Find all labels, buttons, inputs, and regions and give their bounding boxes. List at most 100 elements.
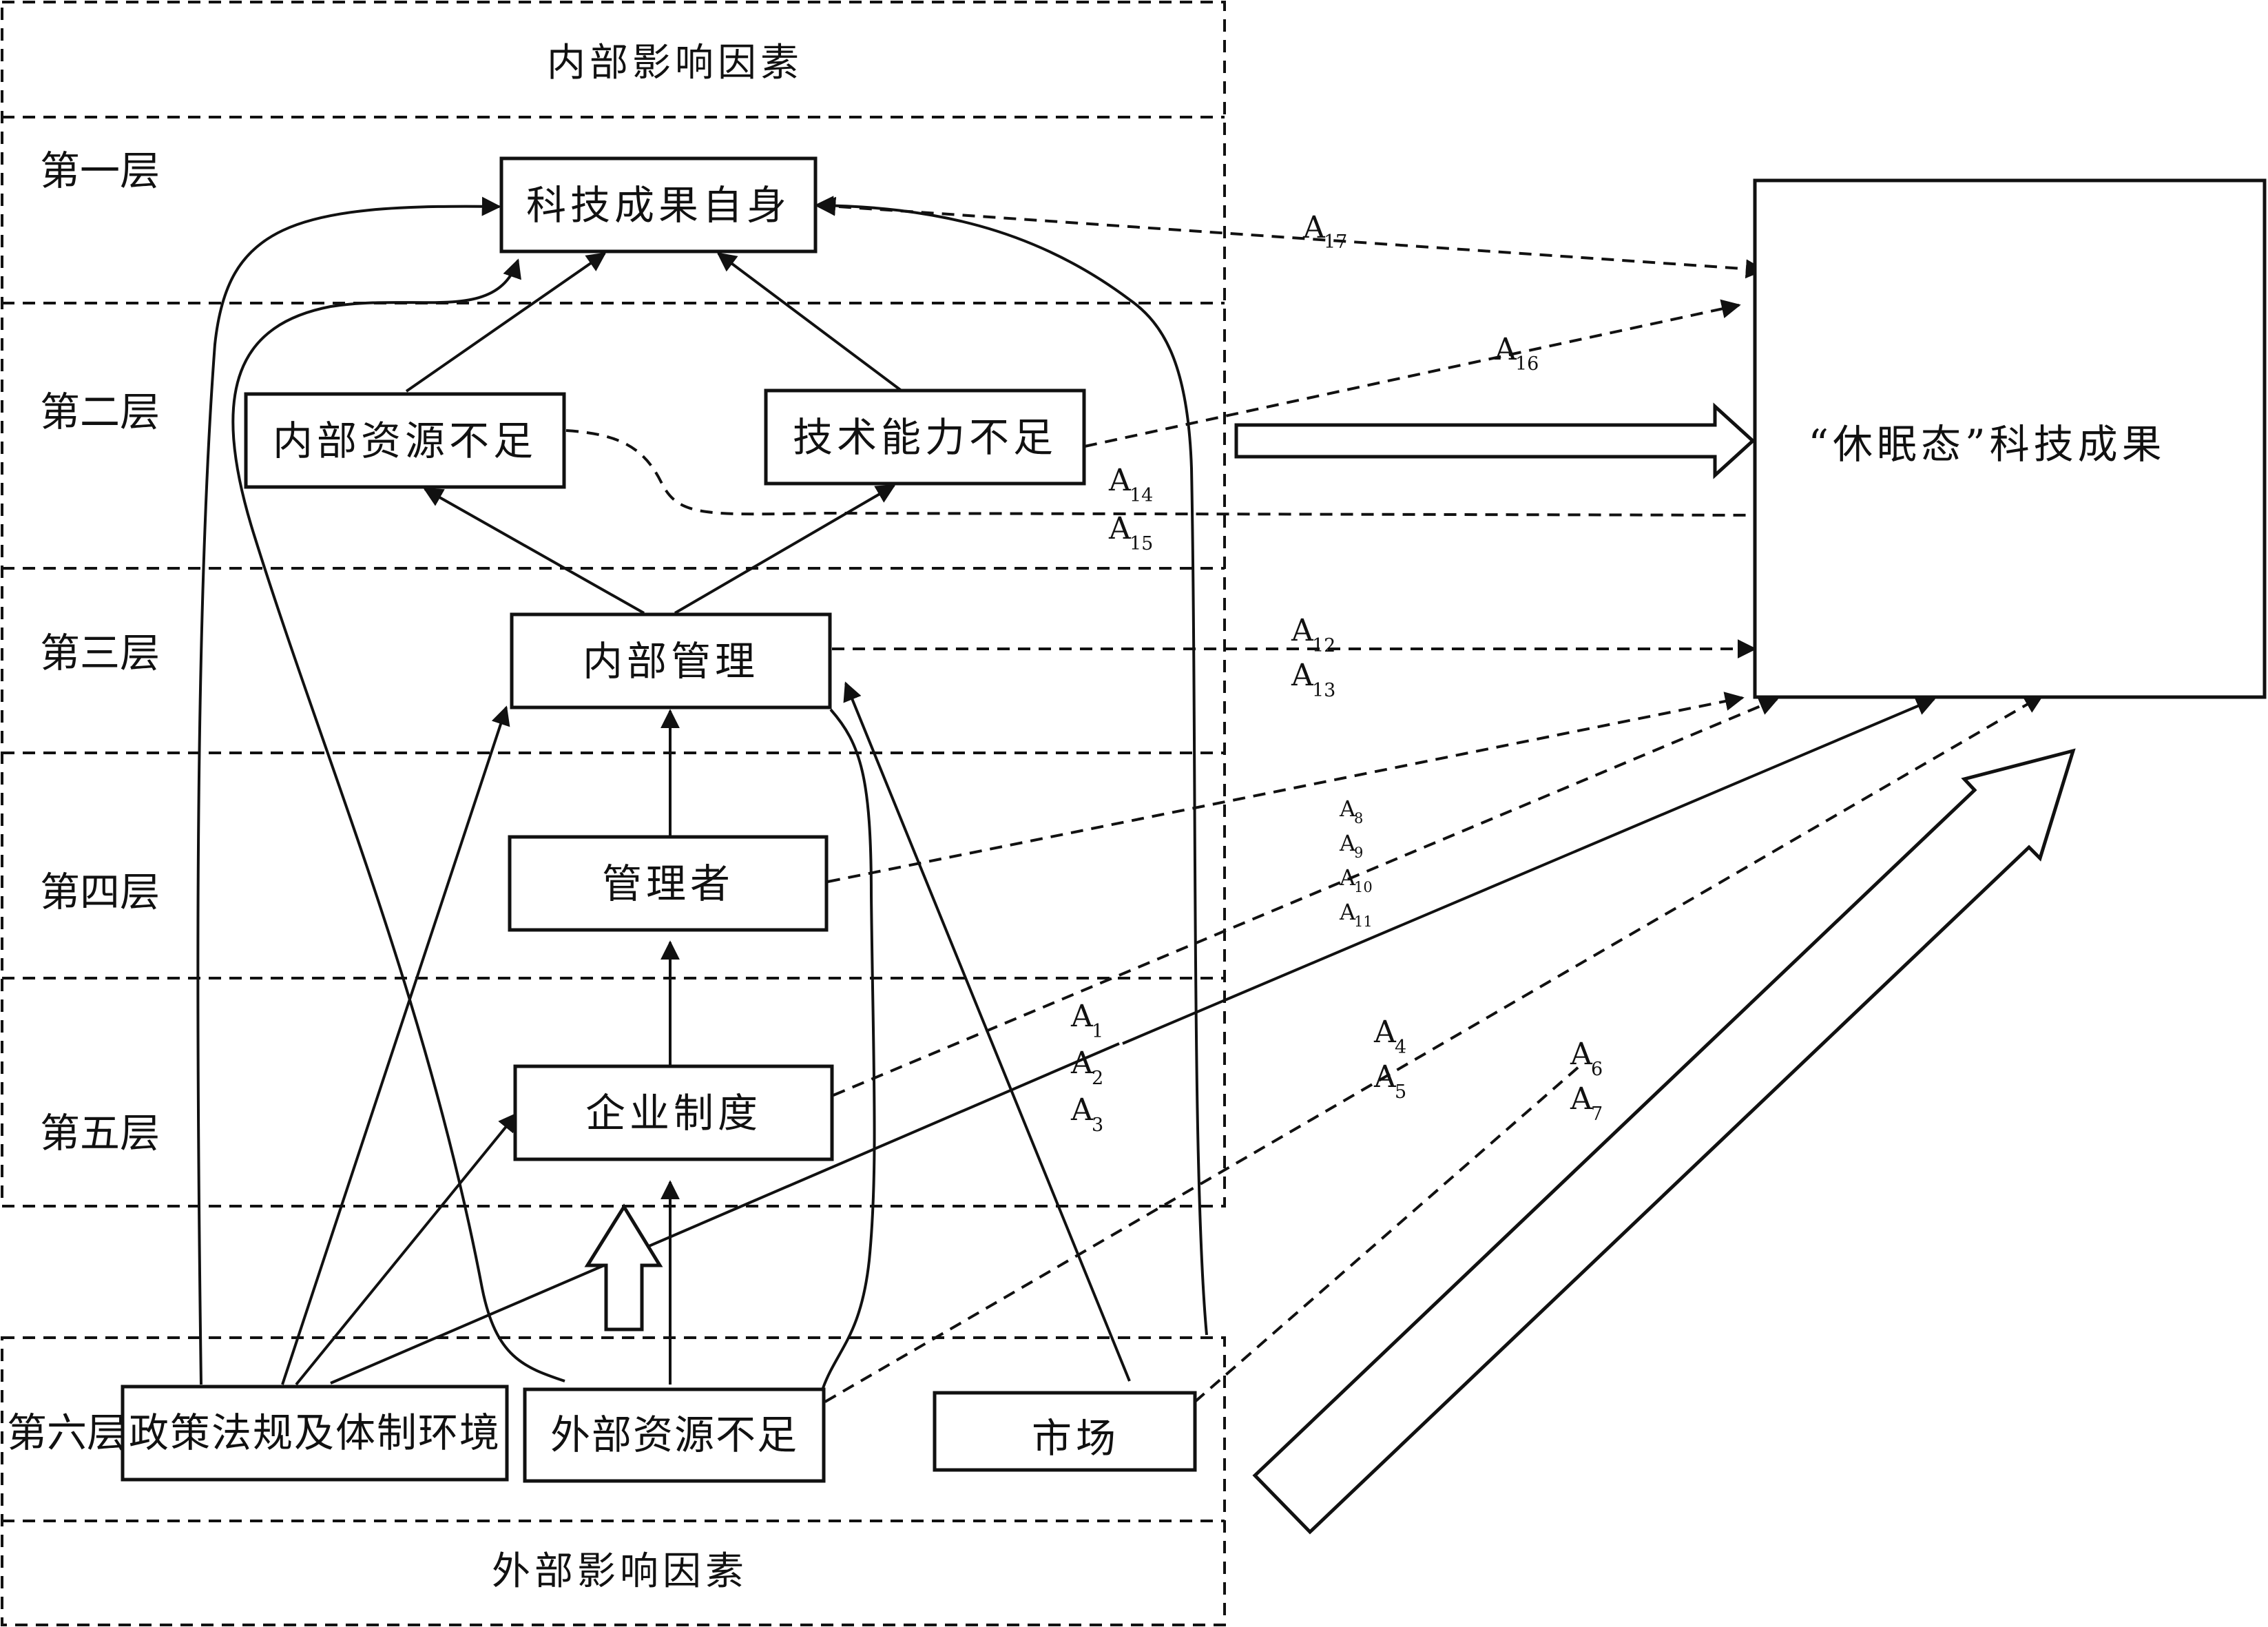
node-policy-environment: 政策法规及体制环境 [121,1385,509,1482]
edge-label-a12-a13: A 12 A 13 [1291,613,1335,701]
edge-market-to-mgmt [843,681,1131,1382]
edge-label-a13-sub: 13 [1312,680,1335,701]
edge-external-to-tech-curve [231,258,565,1382]
level-label-3: 第三层 [40,630,160,676]
label-internal-management: 内部管理 [583,638,759,685]
edge-label-a10-letter: A [1339,864,1356,891]
node-external-resource-shortage: 外部资源不足 [523,1387,826,1483]
edge-label-a13-letter: A [1291,658,1314,693]
edge-mgmt-to-tech-capability [674,484,896,614]
label-market: 市场 [1032,1415,1120,1462]
box-external-resource-shortage [523,1387,826,1483]
edge-label-a3-letter: A [1070,1092,1094,1128]
box-tech-achievement [499,156,818,253]
label-tech-capability-shortage: 技术能力不足 [793,414,1057,461]
edge-tech-capability-to-tech [716,252,904,393]
box-manager [508,835,829,932]
edge-label-a3-sub: 3 [1092,1115,1103,1136]
edge-label-a1-sub: 1 [1092,1021,1103,1042]
edge-label-a16-letter: A [1494,332,1517,367]
edge-label-a11-letter: A [1339,899,1356,925]
box-tech-capability-shortage [764,388,1086,486]
external-zone-label: 外部影响因素 [492,1549,748,1594]
edge-label-a8-sub: 8 [1354,810,1363,827]
box-market [933,1391,1197,1472]
edge-label-a17: A 17 [1302,210,1347,253]
level-label-6: 第六层 [7,1409,127,1456]
edge-market-to-dormant [1194,1061,1585,1403]
edge-label-a14-a15: A 14 A 15 [1108,463,1153,555]
external-zone: 外部影响因素 [1,1336,1226,1626]
label-policy-environment: 政策法规及体制环境 [129,1409,501,1456]
box-enterprise-system [513,1064,834,1161]
level-label-4: 第四层 [40,869,160,915]
edge-label-a6-a7: A 6 A 7 [1570,1037,1603,1125]
edge-label-a1-letter: A [1070,999,1094,1034]
hollow-arrows [584,402,2076,1535]
internal-zone-label: 内部影响因素 [547,41,803,85]
edge-label-a16: A 16 [1494,332,1539,375]
box-dormant-achievement [1753,178,2267,699]
edge-label-a6-letter: A [1570,1037,1593,1072]
edge-label-a9-sub: 9 [1354,844,1363,861]
label-tech-achievement: 科技成果自身 [526,182,791,229]
edge-internal-resource-to-dormant [565,429,1773,525]
edge-capability-to-dormant [1084,299,1741,448]
edge-policy-to-dormant [330,1042,1120,1385]
edge-label-a4-sub: 4 [1395,1037,1406,1058]
edge-label-a6-sub: 6 [1591,1059,1603,1080]
box-internal-management [510,612,832,709]
edge-policy-to-tech-curve [196,196,501,1385]
label-internal-resource-shortage: 内部资源不足 [273,417,537,464]
edge-label-a16-sub: 16 [1515,353,1539,375]
edge-label-a5-letter: A [1373,1059,1397,1095]
box-policy-environment [121,1385,509,1482]
edge-system-to-dormant [833,696,1779,1097]
box-internal-resource-shortage [244,392,566,489]
node-market: 市场 [933,1391,1197,1472]
edge-label-a5-sub: 5 [1395,1081,1406,1103]
node-enterprise-system: 企业制度 [513,1064,834,1161]
edge-label-a10-sub: 10 [1354,879,1373,895]
level-label-5: 第五层 [40,1110,160,1157]
edge-label-a15-letter: A [1108,511,1132,546]
edge-label-a9-letter: A [1339,830,1356,856]
edge-external-to-dormant [824,694,2044,1403]
edge-label-a7-letter: A [1570,1081,1593,1117]
edge-label-a11-sub: 11 [1354,913,1373,930]
edge-policy-to-system [295,1112,518,1386]
node-manager: 管理者 [508,835,829,932]
edge-mgmt-to-internal-resource [423,488,645,614]
edge-label-a8-a11: A 8 A 9 A 10 A 11 [1339,796,1373,930]
edge-label-a4-letter: A [1373,1015,1397,1050]
node-internal-management: 内部管理 [510,612,832,709]
label-external-resource-shortage: 外部资源不足 [550,1411,798,1458]
edge-label-a14-sub: 14 [1130,485,1153,506]
solid-connectors [196,196,1936,1389]
edge-mgmt-to-external-curve [822,708,876,1389]
edge-policy-to-dormant-2 [1122,696,1936,1045]
external-zone-frame [1,1336,1226,1626]
level-label-1: 第一层 [40,147,160,194]
label-dormant-achievement: “休眠态”科技成果 [1808,421,2165,468]
edge-label-a12-sub: 12 [1312,635,1335,656]
hollow-arrow-up [584,1203,663,1331]
node-internal-resource-shortage: 内部资源不足 [244,392,566,489]
label-manager: 管理者 [602,860,734,907]
node-tech-capability-shortage: 技术能力不足 [764,388,1086,486]
internal-zone-frame [1,1,1226,1208]
edge-internal-resource-to-tech [405,252,607,393]
edge-tech-to-dormant [816,196,1765,279]
level-label-2: 第二层 [40,388,160,435]
edge-label-a2-letter: A [1070,1046,1094,1081]
edge-label-a17-sub: 17 [1324,231,1347,253]
level-labels: 第一层 第二层 第三层 第四层 第五层 第六层 [7,147,160,1456]
edge-label-a8-letter: A [1339,796,1356,822]
edge-label-a1-a3: A 1 A 2 A 3 [1070,999,1103,1136]
edge-manager-to-dormant [827,692,1745,883]
edge-label-a17-letter: A [1302,210,1326,245]
label-enterprise-system: 企业制度 [585,1090,762,1137]
dashed-connectors [565,196,2044,1403]
edge-label-a4-a5: A 4 A 5 [1373,1015,1406,1103]
